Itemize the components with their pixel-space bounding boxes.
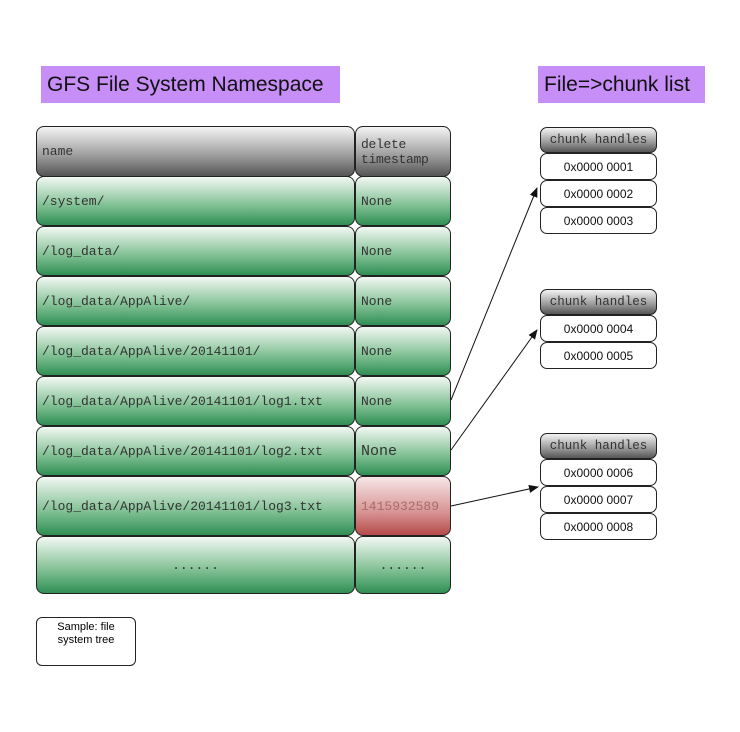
chunk-handle: 0x0000 0003	[540, 207, 657, 234]
delete-timestamp-cell: ......	[355, 536, 451, 594]
file-path-cell: /log_data/	[36, 226, 355, 276]
chunk-handle: 0x0000 0004	[540, 315, 657, 342]
sample-note: Sample: file system tree	[36, 617, 136, 666]
namespace-title: GFS File System Namespace	[41, 66, 340, 103]
file-path-cell: /log_data/AppAlive/	[36, 276, 355, 326]
delete-timestamp-cell: None	[355, 176, 451, 226]
file-path-cell: /log_data/AppAlive/20141101/log3.txt	[36, 476, 355, 536]
arrow-log2-to-chunks	[450, 329, 538, 451]
chunk-handle: 0x0000 0008	[540, 513, 657, 540]
delete-timestamp-cell: None	[355, 426, 451, 476]
file-path-cell: /log_data/AppAlive/20141101/	[36, 326, 355, 376]
chunk-group-2-header: chunk handles	[540, 289, 657, 315]
delete-timestamp-cell: None	[355, 376, 451, 426]
chunk-handle: 0x0000 0006	[540, 459, 657, 486]
file-path-cell: ......	[36, 536, 355, 594]
arrow-log3-to-chunks	[450, 485, 539, 507]
file-path-cell: /log_data/AppAlive/20141101/log1.txt	[36, 376, 355, 426]
name-header: name	[36, 126, 355, 177]
chunk-group-1-header: chunk handles	[540, 127, 657, 153]
file-path-cell: /system/	[36, 176, 355, 226]
delete-timestamp-cell: None	[355, 226, 451, 276]
delete-timestamp-cell: None	[355, 276, 451, 326]
arrow-log1-to-chunks	[450, 187, 538, 401]
chunk-handle: 0x0000 0002	[540, 180, 657, 207]
delete-timestamp-cell: 1415932589	[355, 476, 451, 536]
timestamp-header: delete timestamp	[355, 126, 451, 177]
chunk-handle: 0x0000 0001	[540, 153, 657, 180]
chunk-handle: 0x0000 0007	[540, 486, 657, 513]
chunk-group-3-header: chunk handles	[540, 433, 657, 459]
file-path-cell: /log_data/AppAlive/20141101/log2.txt	[36, 426, 355, 476]
chunk-list-title: File=>chunk list	[538, 66, 705, 103]
chunk-handle: 0x0000 0005	[540, 342, 657, 369]
delete-timestamp-cell: None	[355, 326, 451, 376]
